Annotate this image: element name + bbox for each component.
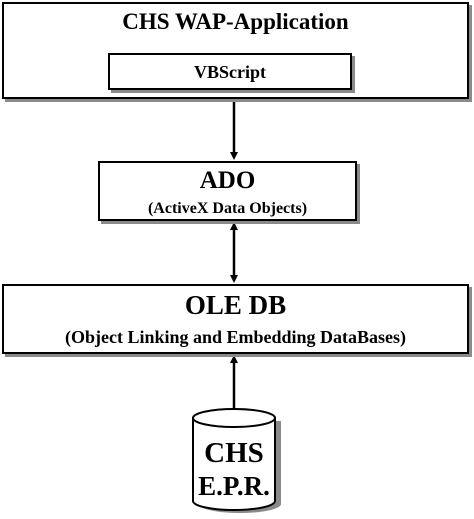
ado-box: ADO (ActiveX Data Objects) [98,161,357,221]
vbscript-box: VBScript [108,53,352,90]
database-cylinder: CHS E.P.R. [192,408,281,513]
database-label-line2: E.P.R. [198,471,270,501]
ado-title: ADO [199,167,256,194]
oledb-title: OLE DB [184,290,287,320]
application-title: CHS WAP-Application [122,9,349,34]
oledb-subtitle: (Object Linking and Embedding DataBases) [64,327,407,347]
database-label-line1: CHS [204,437,264,469]
ado-subtitle: (ActiveX Data Objects) [147,200,308,217]
oledb-box: OLE DB (Object Linking and Embedding Dat… [2,284,469,354]
vbscript-label: VBScript [194,62,266,82]
